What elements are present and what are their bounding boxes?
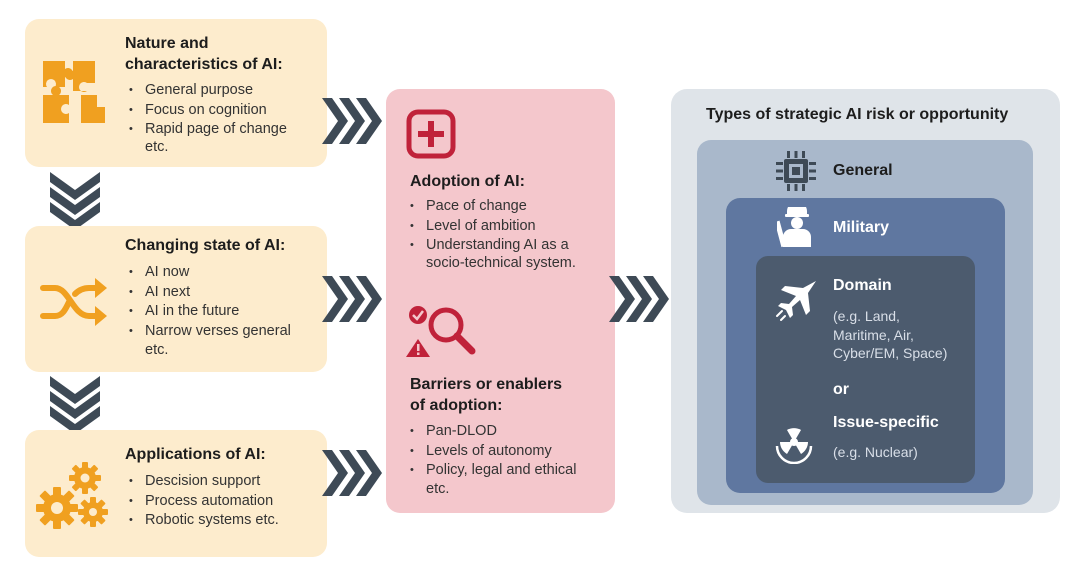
adoption-title: Adoption of AI:: [410, 173, 525, 190]
chevron-down-icon: [50, 172, 100, 230]
chevron-right-icon: [322, 450, 382, 496]
domain-label: Domain: [833, 277, 892, 294]
chevron-right-icon: [609, 276, 669, 322]
barriers-title: Barriers or enablers of adoption:: [410, 376, 563, 414]
list-item: Levels of autonomy: [410, 442, 576, 462]
etc-text: etc.: [145, 139, 169, 155]
list-item: AI in the future: [129, 302, 291, 322]
or-label: or: [833, 381, 849, 398]
card-title: Applications of AI:: [125, 446, 266, 463]
jet-icon: [776, 281, 816, 321]
card-adoption: Adoption of AI: Pace of change Level of …: [386, 89, 615, 513]
issue-examples: (e.g. Nuclear): [833, 444, 918, 460]
list-item: Policy, legal and ethical: [410, 461, 576, 481]
chevron-down-icon: [50, 376, 100, 434]
list-item: Pan-DLOD: [410, 422, 576, 442]
puzzle-icon: [43, 61, 105, 123]
card-nature-of-ai: Nature and characteristics of AI: Genera…: [25, 19, 327, 167]
chevron-right-icon: [322, 98, 382, 144]
list-item: Rapid page of change: [129, 120, 287, 140]
general-label: General: [833, 162, 893, 179]
gears-icon: [36, 462, 108, 529]
chevron-right-icon: [322, 276, 382, 322]
types-heading: Types of strategic AI risk or opportunit…: [706, 106, 1009, 123]
list-item: Robotic systems etc.: [129, 511, 279, 531]
card-applications: Applications of AI: Descision support Pr…: [25, 430, 327, 557]
etc-text: etc.: [426, 481, 450, 497]
shuffle-icon: [40, 278, 107, 326]
card-title: Changing state of AI:: [125, 237, 286, 254]
list-item: Narrow verses general: [129, 322, 291, 342]
magnifier-alert-icon: [406, 306, 476, 357]
list-item: Focus on cognition: [129, 101, 287, 121]
bullet-list: Pan-DLOD Levels of autonomy Policy, lega…: [410, 422, 576, 481]
list-item: Descision support: [129, 472, 279, 492]
etc-text: etc.: [145, 342, 169, 358]
list-item: Level of ambition: [410, 217, 569, 237]
list-item: AI next: [129, 283, 291, 303]
continuation-text: socio-technical system.: [426, 255, 576, 271]
list-item: Pace of change: [410, 197, 569, 217]
radiation-icon: [775, 428, 813, 464]
card-title: Nature and characteristics of AI:: [125, 35, 283, 73]
list-item: Process automation: [129, 492, 279, 512]
domain-examples: (e.g. Land, Maritime, Air, Cyber/EM, Spa…: [833, 308, 948, 361]
list-item: AI now: [129, 263, 291, 283]
card-changing-state: Changing state of AI: AI now AI next AI …: [25, 226, 327, 372]
military-label: Military: [833, 219, 890, 236]
bullet-list: Pace of change Level of ambition Underst…: [410, 197, 569, 256]
list-item: General purpose: [129, 81, 287, 101]
bullet-list: Descision support Process automation Rob…: [129, 472, 279, 531]
bullet-list: AI now AI next AI in the future Narrow v…: [129, 263, 291, 341]
chip-icon: [776, 151, 816, 191]
issue-label: Issue-specific: [833, 414, 939, 431]
soldier-icon: [777, 207, 811, 248]
list-item: Understanding AI as a: [410, 236, 569, 256]
plus-box-icon: [406, 109, 456, 159]
bullet-list: General purpose Focus on cognition Rapid…: [129, 81, 287, 140]
